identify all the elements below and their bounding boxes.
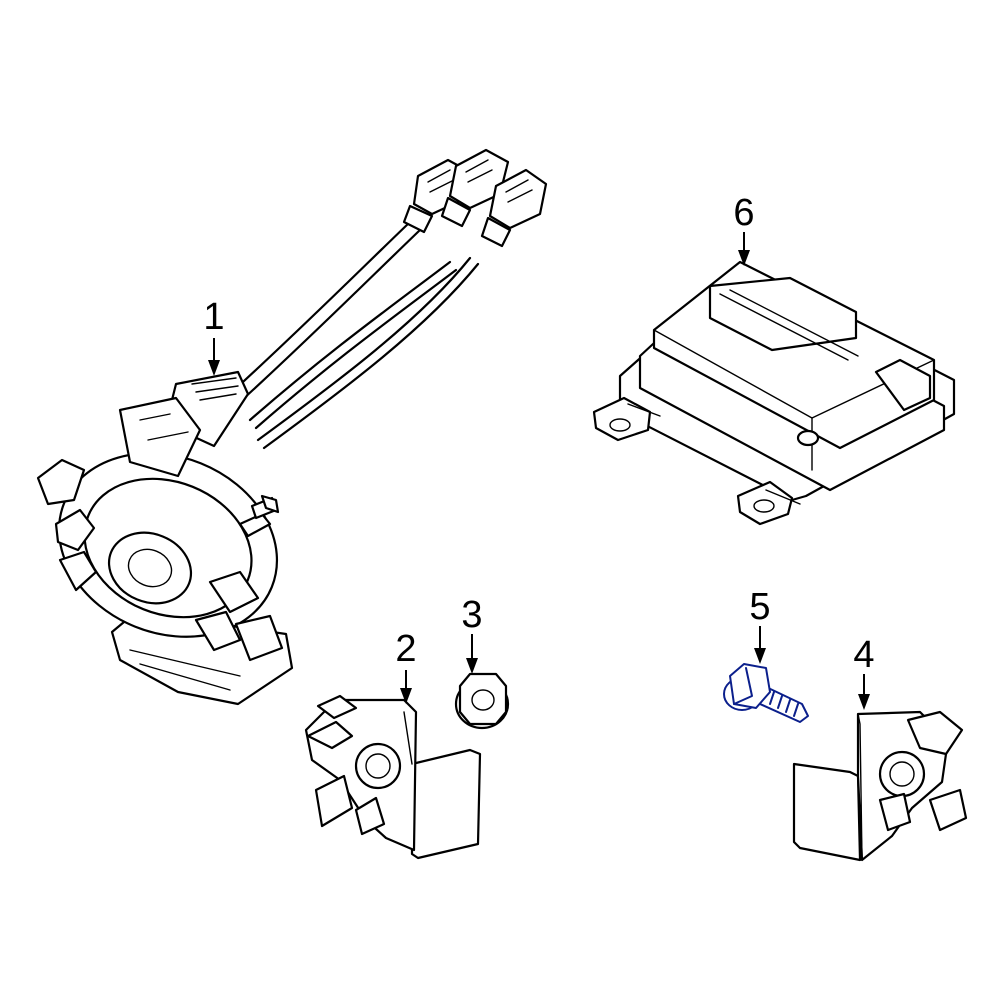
- control-module-part[interactable]: [592, 260, 956, 526]
- callout-arrow-2: [400, 670, 412, 704]
- flange-nut-part[interactable]: [454, 672, 510, 730]
- callout-label-1[interactable]: 1: [203, 296, 225, 338]
- callout-arrow-4: [858, 674, 870, 710]
- bolt-part[interactable]: [723, 663, 809, 723]
- callout-label-2[interactable]: 2: [395, 628, 417, 670]
- callout-label-3[interactable]: 3: [461, 594, 483, 636]
- impact-sensor-left-part[interactable]: [304, 694, 482, 860]
- callout-label-6[interactable]: 6: [733, 192, 755, 234]
- callout-label-5[interactable]: 5: [749, 586, 771, 628]
- mounting-stud: [238, 494, 280, 538]
- callout-arrow-1: [208, 338, 220, 376]
- callout-label-4[interactable]: 4: [853, 634, 875, 676]
- harness-connector-3: [480, 168, 548, 248]
- impact-sensor-right-part[interactable]: [792, 710, 968, 862]
- callout-arrow-6: [738, 232, 750, 266]
- callout-arrow-5: [754, 626, 766, 664]
- clock-spring-part[interactable]: [31, 148, 548, 706]
- callout-arrow-3: [466, 634, 478, 674]
